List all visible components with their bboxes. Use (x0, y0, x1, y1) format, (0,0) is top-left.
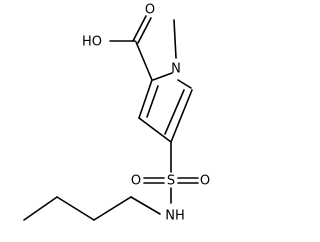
bond-ring-c4-c5 (170, 89, 193, 143)
bond-n-c1 (130, 196, 161, 215)
amine-nh-label: NH (165, 209, 185, 224)
bond-c-o-double-b (137, 17, 152, 44)
sulfonyl-oxygen-right-label: O (200, 174, 210, 189)
bond-n-methyl (173, 19, 177, 59)
bond-ring-c2-c3 (138, 79, 153, 119)
bond-c3-c4 (23, 196, 58, 221)
bond-ring-n-c5 (177, 79, 192, 89)
bond-c-ring (135, 41, 153, 81)
hydroxyl-label: HO (82, 35, 102, 50)
sulfur-label: S (167, 174, 175, 189)
bond-ring-c2-n (152, 72, 173, 81)
bond-c1-c2 (93, 196, 132, 221)
bond-c-o-double-a (132, 15, 147, 42)
carbonyl-oxygen-label: O (145, 3, 155, 18)
ring-nitrogen-label: N (171, 62, 181, 77)
bond-ring-c3-c4 (138, 117, 172, 143)
structure-diagram: HO O N S O O NH (23, 3, 210, 224)
bond-c2-c3 (56, 196, 95, 221)
sulfonyl-oxygen-left-label: O (131, 174, 141, 189)
bond-ring-c2-c3-double (146, 85, 159, 118)
bond-ring-c4-c5-double (164, 89, 185, 135)
